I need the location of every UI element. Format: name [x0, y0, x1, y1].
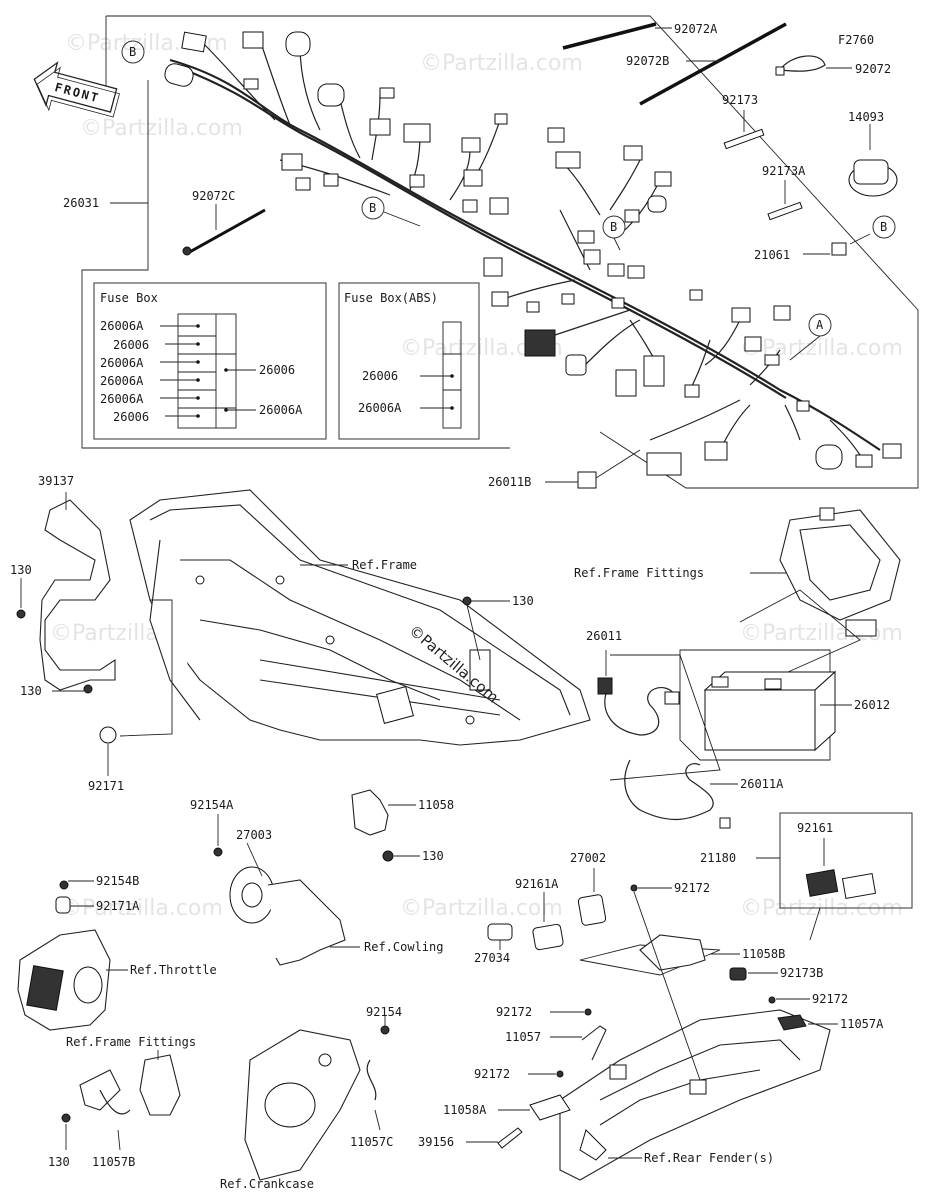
fuse-box: Fuse Box 26006A 26006 26006A 26006A 2600…	[93, 282, 327, 440]
part-label: 92173B	[780, 966, 823, 980]
part-label: 92072B	[626, 54, 669, 68]
ref-frame: Ref.Frame	[352, 558, 417, 572]
part-label: 92173	[722, 93, 758, 107]
part-label: 39156	[418, 1135, 454, 1149]
part-label: 11057C	[350, 1135, 393, 1149]
part-label: 92172	[812, 992, 848, 1006]
part-label: 39137	[38, 474, 74, 488]
part-label: 11057B	[92, 1155, 135, 1169]
part-11058	[351, 789, 420, 862]
fuse-box-abs-title: Fuse Box(ABS)	[344, 291, 438, 305]
frame-fittings-bottom	[61, 1050, 181, 1151]
part-label: 27034	[474, 951, 510, 965]
part-label: 26011A	[740, 777, 784, 791]
fuse-label: 26006A	[100, 319, 144, 333]
part-label: 92161A	[515, 877, 559, 891]
part-label: 26011B	[488, 475, 531, 489]
fuse-label: 26006A	[259, 403, 303, 417]
part-crankcase	[244, 1016, 390, 1181]
part-labels: 92072A 92072B 92072 92173 14093 92173A 2…	[10, 22, 891, 1169]
fuse-box-abs: Fuse Box(ABS) 26006 26006A	[338, 282, 480, 440]
part-throttle	[17, 880, 128, 1031]
part-92161-box	[756, 812, 913, 941]
fuse-label: 26006A	[100, 392, 144, 406]
ref-throttle: Ref.Throttle	[130, 963, 217, 977]
part-label: 92072	[855, 62, 891, 76]
watermark: ©Partzilla.com	[400, 896, 563, 921]
part-label: 92154B	[96, 874, 139, 888]
callout-b-label: B	[369, 201, 376, 215]
callout-a: A	[789, 313, 832, 361]
watermark: ©Partzilla.com	[420, 51, 583, 76]
ref-rear-fender: Ref.Rear Fender(s)	[644, 1151, 774, 1165]
part-label: 92172	[496, 1005, 532, 1019]
part-label: 92154	[366, 1005, 402, 1019]
fuse-label: 26006	[113, 338, 149, 352]
fuse-label: 26006	[362, 369, 398, 383]
fuse-label: 26006	[259, 363, 295, 377]
fuse-label: 26006A	[358, 401, 402, 415]
part-label: 26012	[854, 698, 890, 712]
part-label: 11057A	[840, 1017, 884, 1031]
callout-b-label: B	[880, 220, 887, 234]
part-label: 92171A	[96, 899, 140, 913]
fuse-box-title: Fuse Box	[100, 291, 158, 305]
callout-b: B B B B	[121, 40, 896, 251]
part-26011b	[545, 449, 641, 489]
part-label: 130	[48, 1155, 70, 1169]
part-label: 11058B	[742, 947, 785, 961]
part-39137	[16, 492, 173, 776]
part-label: 130	[20, 684, 42, 698]
callout-a-label: A	[816, 318, 824, 332]
ref-frame-fittings: Ref.Frame Fittings	[66, 1035, 196, 1049]
harness-outline	[106, 15, 919, 489]
part-label: 11057	[505, 1030, 541, 1044]
part-label: 26031	[63, 196, 99, 210]
callout-b-label: B	[129, 45, 136, 59]
part-horn	[213, 814, 360, 966]
fuse-label: 26006	[113, 410, 149, 424]
watermark: ©Partzilla.com	[80, 116, 243, 141]
part-label: 130	[512, 594, 534, 608]
figure-code: F2760	[838, 33, 874, 47]
ref-cowling: Ref.Cowling	[364, 940, 443, 954]
ref-crankcase: Ref.Crankcase	[220, 1177, 314, 1191]
part-label: 92072C	[192, 189, 235, 203]
ref-labels: Ref.Cowling Ref.Throttle Ref.Frame Fitti…	[66, 940, 774, 1191]
watermark: ©Partzilla.com	[740, 336, 903, 361]
harness-connectors	[164, 31, 902, 476]
part-label: 11058	[418, 798, 454, 812]
part-label: 11058A	[443, 1103, 487, 1117]
part-label: 92161	[797, 821, 833, 835]
fuse-label: 26006A	[100, 356, 144, 370]
part-label: 92172	[474, 1067, 510, 1081]
part-label: 130	[422, 849, 444, 863]
part-label: 21180	[700, 851, 736, 865]
ref-frame-fittings: Ref.Frame Fittings	[574, 566, 704, 580]
part-label: 21061	[754, 248, 790, 262]
rear-fender	[466, 868, 838, 1181]
part-label: 26011	[586, 629, 622, 643]
frame	[129, 489, 591, 746]
part-label: 92171	[88, 779, 124, 793]
callout-b-label: B	[610, 220, 617, 234]
watermark: ©Partzilla.com	[740, 621, 903, 646]
part-label: 92154A	[190, 798, 234, 812]
part-label: 92173A	[762, 164, 806, 178]
part-label: 14093	[848, 110, 884, 124]
part-label: 130	[10, 563, 32, 577]
part-label: 27003	[236, 828, 272, 842]
battery-area	[597, 649, 852, 829]
harness-outline	[81, 80, 510, 449]
part-130-frame	[462, 596, 510, 661]
fuse-label: 26006A	[100, 374, 144, 388]
part-label: 27002	[570, 851, 606, 865]
ties	[182, 22, 898, 256]
part-label: 92072A	[674, 22, 718, 36]
frame-fittings-top	[739, 507, 901, 681]
watermark: ©Partzilla.com	[60, 896, 223, 921]
part-label: 92172	[674, 881, 710, 895]
